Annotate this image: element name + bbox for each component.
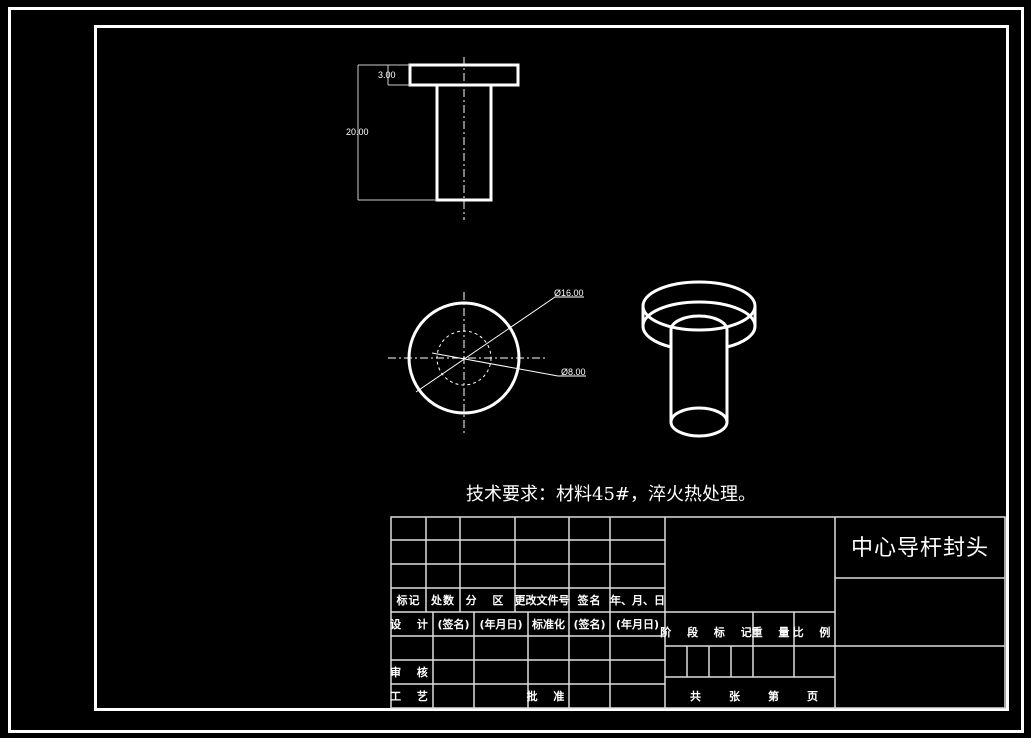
top-view [388,292,586,434]
dimension-overall-height: 20.00 [346,127,369,137]
review-label: 审 核 [390,666,434,679]
header-signature: 签名 [577,594,602,607]
standardization-date: (年月日) [615,618,660,631]
sheet-unit-label: 张 [729,690,741,703]
dimension-inner-diameter: Ø8.00 [561,367,586,377]
dimension-head-thickness: 3.00 [378,70,396,80]
header-zone: 分 区 [465,594,510,607]
technical-requirements-note: 技术要求：材料45#，淬火热处理。 [466,484,756,505]
inner-frame-border [94,25,1009,711]
header-change-doc-number: 更改文件号 [514,594,570,607]
header-mark: 标记 [396,594,421,607]
approve-label: 批 准 [526,690,571,703]
front-view [357,57,520,220]
weight-label: 重 量 [751,626,796,639]
design-signature: (签名) [437,618,470,631]
sheet-number-label: 第 [768,690,780,703]
dimension-outer-diameter: Ø16.00 [554,288,584,298]
header-date: 年、月、日 [610,594,665,607]
part-name-title: 中心导杆封头 [850,536,989,561]
design-label: 设 计 [390,618,434,631]
standardization-signature: (签名) [573,618,606,631]
standardization-label: 标准化 [532,618,565,631]
design-date: (年月日) [479,618,523,631]
stage-mark-label: 阶 段 标 记 [660,626,758,639]
scale-label: 比 例 [792,626,837,639]
isometric-view [641,280,757,438]
header-count: 处数 [431,594,455,607]
title-block-grid [390,516,1006,709]
page-unit-label: 页 [807,690,819,703]
process-label: 工 艺 [390,690,434,703]
sheet-total-label: 共 [690,690,702,703]
outer-frame-border [8,7,1024,733]
